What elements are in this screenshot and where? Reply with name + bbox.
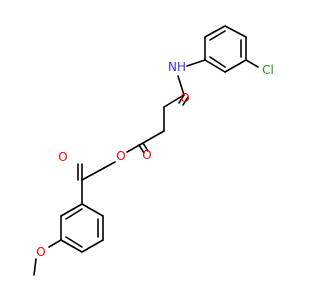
bond-methoxy-ch3 (33, 258, 37, 276)
bond (224, 59, 247, 73)
chlorophenyl-ring (204, 25, 247, 73)
bond (81, 203, 104, 217)
atom-label-nh: NH (168, 60, 186, 74)
bond (204, 25, 226, 38)
bond (209, 30, 226, 41)
methoxyphenyl-ring (60, 203, 104, 253)
atom-label-o-ketone: O (58, 150, 67, 164)
bond (209, 56, 226, 68)
atom-label-o-methoxy: O (36, 245, 45, 259)
molecule-structure: NH Cl O O O O O (33, 25, 274, 276)
bond-chain (142, 130, 165, 144)
molecule-diagram: NH Cl O O O O O (33, 25, 274, 276)
atom-label-cl: Cl (262, 63, 274, 77)
bond (65, 208, 83, 220)
bond (204, 59, 226, 73)
bond (224, 25, 247, 38)
bond-ch2-ketone-c (81, 167, 105, 181)
atom-label-o-amide: O (180, 91, 189, 105)
bond (60, 203, 83, 217)
bond-ester-co-double (138, 144, 145, 154)
bond-ester-co-single (126, 142, 144, 153)
bond-nh-amide-c (177, 75, 185, 96)
bond-ester-co (142, 142, 149, 152)
bond-ring-methoxy (48, 239, 62, 248)
bond (81, 239, 104, 253)
bond-amide-co-double (182, 96, 189, 106)
bond-ring-nh (186, 59, 206, 67)
bond (65, 236, 83, 248)
bond-chain (163, 94, 185, 108)
bond (60, 239, 83, 253)
bond-o-ch2 (103, 161, 116, 169)
atom-label-o-ester-carbonyl: O (142, 148, 151, 162)
atom-label-o-ester: O (116, 149, 125, 163)
bond-ring-cl (245, 59, 259, 68)
